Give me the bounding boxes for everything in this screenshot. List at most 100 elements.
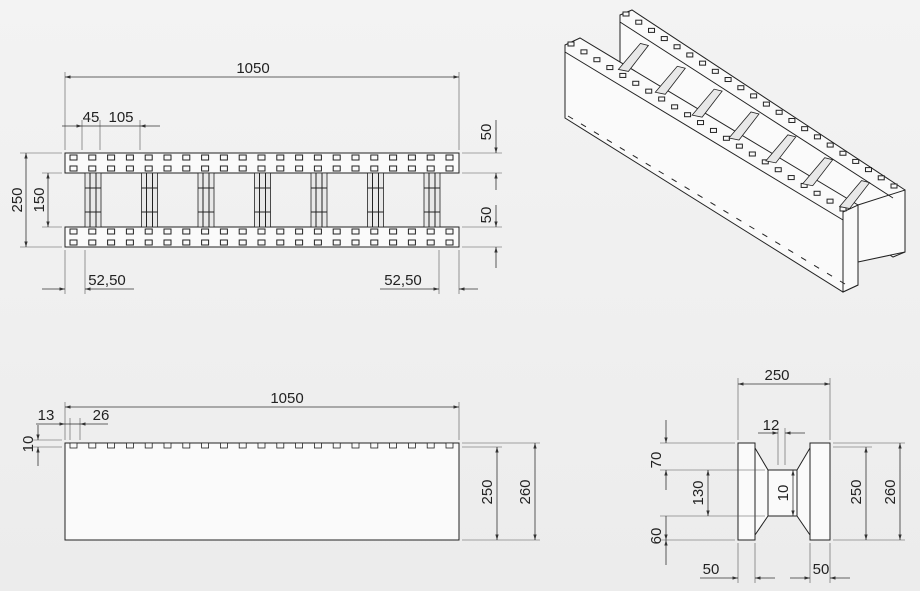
notch — [257, 154, 266, 161]
serration — [606, 139, 613, 144]
dim-top-offset: 45 — [83, 109, 100, 126]
notch — [389, 165, 398, 172]
notch — [370, 442, 379, 449]
notch — [69, 239, 78, 246]
notch — [351, 239, 360, 246]
rib — [310, 172, 328, 228]
crenel — [852, 158, 860, 164]
notch — [370, 154, 379, 161]
serration — [684, 186, 690, 191]
serration — [671, 178, 677, 183]
crenel — [775, 109, 783, 115]
notch — [163, 442, 172, 449]
dim-top-spacing: 105 — [108, 109, 133, 126]
dim-top-length: 1050 — [236, 60, 269, 77]
side-view: 250 12 10 70 130 60 50 50 — [648, 367, 905, 583]
crenel — [671, 104, 679, 110]
front-view-notches — [69, 442, 454, 449]
dim-top-end-right: 52,50 — [384, 272, 422, 289]
serration — [787, 249, 794, 254]
front-view-body — [64, 442, 460, 541]
crenel — [632, 80, 640, 86]
serration — [800, 256, 807, 261]
crenel — [686, 52, 694, 58]
notch — [257, 165, 266, 172]
crenel — [660, 36, 668, 42]
dim-front-notch-width: 26 — [93, 407, 110, 424]
crenel — [813, 134, 821, 140]
notch — [88, 228, 97, 235]
serration — [619, 146, 626, 151]
notch — [332, 165, 341, 172]
rib — [423, 172, 441, 228]
notch — [276, 165, 285, 172]
notch — [125, 228, 134, 235]
notch — [407, 154, 416, 161]
crenel — [606, 65, 614, 71]
notch — [69, 228, 78, 235]
notch — [370, 239, 379, 246]
crenel — [622, 11, 630, 17]
serration — [749, 225, 755, 230]
iso-rib — [728, 111, 760, 141]
notch — [276, 228, 285, 235]
notch — [313, 442, 322, 449]
crenel — [787, 175, 795, 181]
dim-side-upper: 70 — [648, 452, 665, 469]
crenel — [673, 44, 681, 50]
dim-front-length: 1050 — [270, 390, 303, 407]
crenel — [619, 72, 627, 78]
crenel — [709, 127, 717, 133]
crenel — [762, 101, 770, 107]
notch — [370, 165, 379, 172]
notch — [332, 228, 341, 235]
crenel — [684, 112, 692, 118]
dim-side-wall-left: 50 — [703, 561, 720, 578]
iso-end-inner — [857, 189, 906, 263]
rib — [84, 172, 102, 228]
crenel — [826, 198, 834, 204]
notch — [107, 239, 116, 246]
dim-top-total-width: 250 — [9, 187, 26, 212]
dim-side-height-a: 250 — [848, 479, 865, 504]
serration — [839, 280, 846, 285]
dim-top-wall-top: 50 — [478, 124, 495, 141]
crenel — [748, 151, 756, 157]
notch — [426, 165, 435, 172]
dim-side-web: 12 — [763, 417, 780, 434]
notch — [313, 239, 322, 246]
notch — [313, 154, 322, 161]
dim-side-lower: 60 — [648, 528, 665, 545]
notch — [238, 239, 247, 246]
serration — [774, 241, 781, 246]
notch — [107, 442, 115, 449]
crenel — [813, 190, 821, 196]
notch — [126, 442, 134, 449]
notch — [426, 228, 435, 235]
notch — [257, 442, 266, 449]
crenel — [697, 120, 705, 126]
notch — [144, 239, 153, 246]
notch — [445, 239, 454, 246]
crenel — [735, 143, 743, 149]
notch — [238, 165, 247, 172]
notch — [332, 154, 341, 161]
notch — [107, 154, 116, 161]
iso-details — [567, 11, 898, 285]
notch — [69, 165, 78, 172]
top-view-notches — [69, 154, 454, 246]
crenel — [635, 19, 643, 25]
dim-top-end-left: 52,50 — [88, 272, 126, 289]
crenel — [724, 77, 732, 83]
notch — [88, 239, 97, 246]
notch — [163, 239, 172, 246]
notch — [351, 442, 360, 449]
notch — [295, 154, 304, 161]
dim-top-wall-bottom: 50 — [478, 207, 495, 224]
notch — [332, 442, 341, 449]
notch — [88, 165, 97, 172]
notch — [257, 239, 266, 246]
notch — [201, 239, 210, 246]
crenel — [699, 60, 707, 66]
